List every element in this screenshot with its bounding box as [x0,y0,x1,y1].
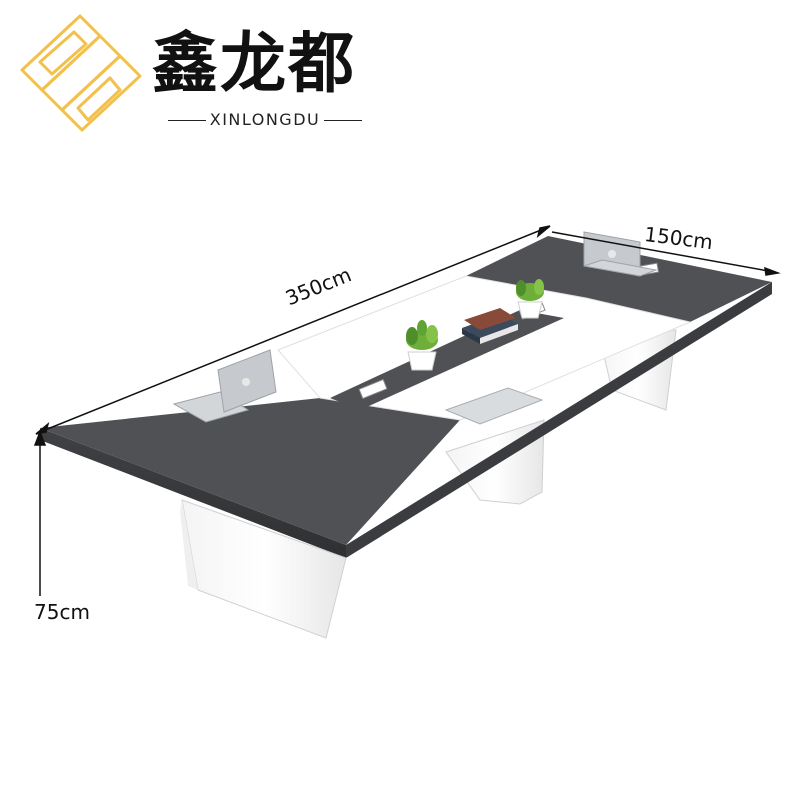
brand-subtitle-text: XINLONGDU [209,110,321,129]
tabletop-center-strip [330,310,564,410]
divider [167,119,206,122]
dimension-line-width [551,231,781,276]
dimension-line-length [35,225,551,435]
apple-logo-icon [242,378,250,386]
tabletop-edge [40,282,772,558]
dimension-line-height [33,429,47,596]
brand-logo-icon [20,14,142,132]
potted-plant-left [406,320,438,371]
cable-port-icon [358,378,388,400]
divider [324,119,363,122]
book-stack [462,308,518,344]
height-label: 75cm [34,600,90,624]
laptop-left [172,349,277,423]
tabletop-left-panel [40,398,460,545]
brand-name: 鑫龙都 [152,25,356,102]
brand-subtitle: XINLONGDU [158,108,372,132]
apple-logo-icon [608,250,616,258]
laptop-right [583,231,658,277]
tablet-device [444,387,544,425]
front-leg [180,499,347,639]
potted-plant-right [516,279,544,319]
tabletop-right-panel [466,236,772,322]
